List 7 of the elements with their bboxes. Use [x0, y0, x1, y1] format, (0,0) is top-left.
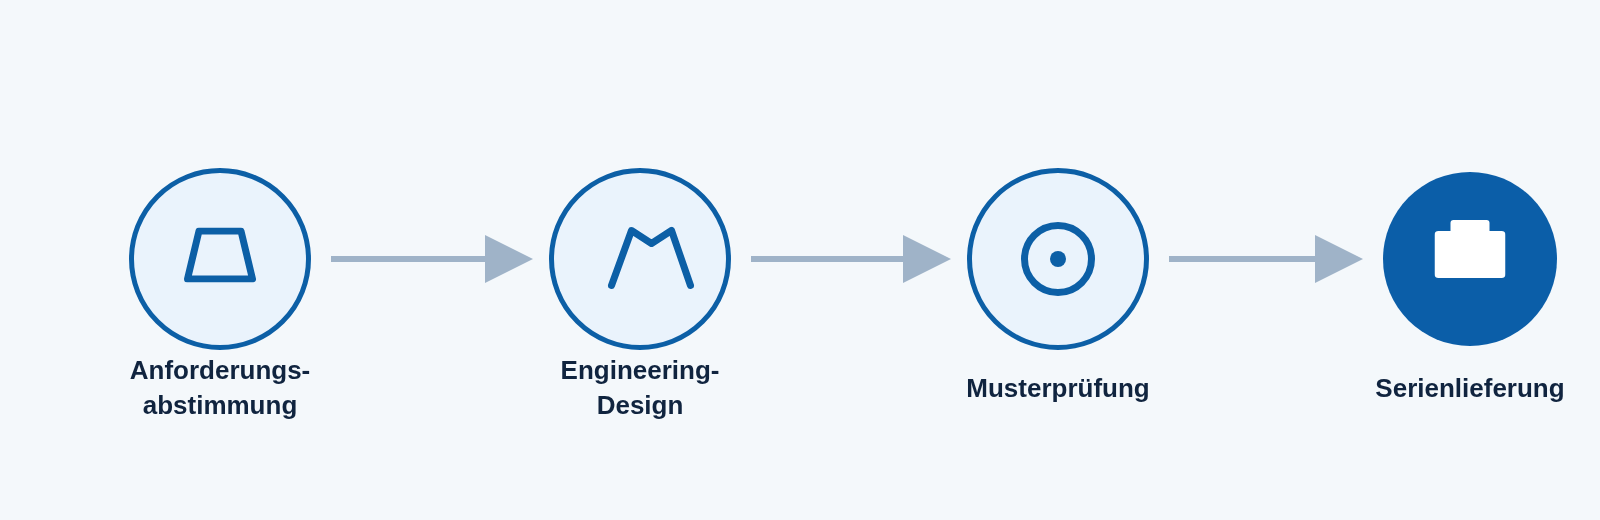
- step-label: Anforderungs- abstimmung: [128, 354, 312, 422]
- arrow: [331, 235, 533, 283]
- step-label: Musterprüfung: [966, 371, 1150, 405]
- step-label: Engineering- Design: [559, 354, 721, 422]
- arrow: [1169, 235, 1363, 283]
- arrow: [751, 235, 951, 283]
- step-label: Serienlieferung: [1375, 371, 1565, 405]
